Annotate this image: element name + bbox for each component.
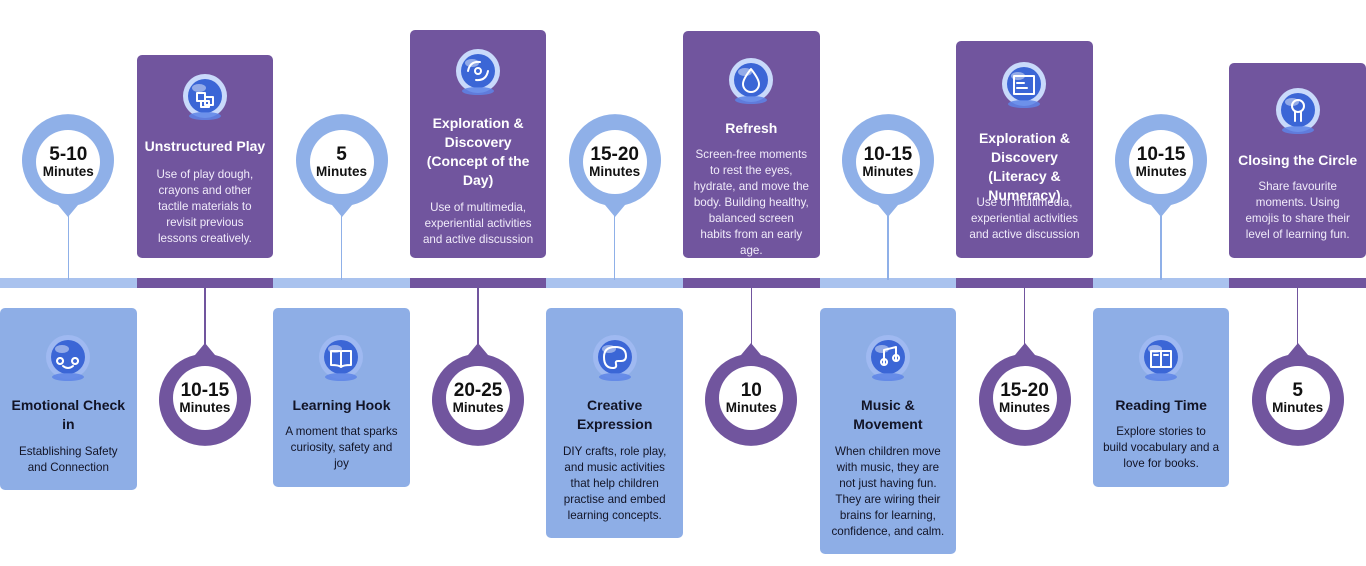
- timeline-band-segment: [683, 278, 821, 288]
- step-description: Share favourite moments. Using emojis to…: [1239, 179, 1356, 243]
- step-description: A moment that sparks curiosity, safety a…: [283, 424, 400, 472]
- keys-circle-icon: [1271, 83, 1325, 137]
- step-title: Unstructured Play: [143, 137, 268, 156]
- timeline-band-segment: [137, 278, 275, 288]
- step-title: Learning Hook: [279, 396, 404, 415]
- step-title: Creative Expression: [552, 396, 677, 434]
- duration-unit: Minutes: [726, 400, 777, 415]
- water-drop-icon: [724, 53, 778, 107]
- duration-value: 20-25: [454, 381, 503, 400]
- step-description: Establishing Safety and Connection: [10, 444, 127, 476]
- duration-value: 10-15: [181, 381, 230, 400]
- step-card: Emotional Check in Establishing Safety an…: [0, 308, 137, 490]
- duration-unit: Minutes: [316, 164, 367, 179]
- music-icon: [861, 330, 915, 384]
- duration-label: 20-25Minutes: [448, 368, 508, 428]
- step-description: Use of multimedia, experiential activiti…: [966, 195, 1083, 243]
- emotions-icon: [41, 330, 95, 384]
- step-card: Exploration & Discovery (Literacy & Nume…: [956, 41, 1093, 258]
- step-title: Exploration & Discovery (Concept of the …: [416, 114, 541, 190]
- galaxy-icon: [451, 44, 505, 98]
- duration-unit: Minutes: [1272, 400, 1323, 415]
- duration-value: 15-20: [590, 145, 639, 164]
- duration-value: 10: [741, 381, 762, 400]
- step-title: Exploration & Discovery (Literacy & Nume…: [962, 129, 1087, 205]
- duration-unit: Minutes: [43, 164, 94, 179]
- duration-unit: Minutes: [179, 400, 230, 415]
- duration-value: 10-15: [864, 145, 913, 164]
- step-title: Closing the Circle: [1235, 151, 1360, 170]
- step-description: Screen-free moments to rest the eyes, hy…: [693, 147, 810, 259]
- timeline-band-segment: [410, 278, 548, 288]
- palette-icon: [588, 330, 642, 384]
- play-blocks-icon: [178, 69, 232, 123]
- duration-unit: Minutes: [453, 400, 504, 415]
- step-description: Explore stories to build vocabulary and …: [1103, 424, 1220, 472]
- timeline-band-segment: [1229, 278, 1366, 288]
- step-description: Use of play dough, crayons and other tac…: [147, 167, 264, 247]
- duration-value: 15-20: [1000, 381, 1049, 400]
- step-description: Use of multimedia, experiential activiti…: [420, 200, 537, 248]
- duration-unit: Minutes: [999, 400, 1050, 415]
- duration-unit: Minutes: [862, 164, 913, 179]
- step-title: Music & Movement: [826, 396, 951, 434]
- step-title: Reading Time: [1099, 396, 1224, 415]
- duration-unit: Minutes: [589, 164, 640, 179]
- step-description: When children move with music, they are …: [830, 444, 947, 540]
- duration-value: 5: [1292, 381, 1303, 400]
- step-card: Exploration & Discovery (Concept of the …: [410, 30, 547, 258]
- step-title: Refresh: [689, 119, 814, 138]
- duration-value: 10-15: [1137, 145, 1186, 164]
- step-description: DIY crafts, role play, and music activit…: [556, 444, 673, 524]
- open-book-icon: [314, 330, 368, 384]
- step-card: Learning Hook A moment that sparks curios…: [273, 308, 410, 487]
- step-title: Emotional Check in: [6, 396, 131, 434]
- timeline-band-segment: [956, 278, 1094, 288]
- duration-value: 5: [336, 145, 347, 164]
- duration-value: 5-10: [49, 145, 87, 164]
- duration-unit: Minutes: [1136, 164, 1187, 179]
- book-icon: [1134, 330, 1188, 384]
- abc-123-icon: [997, 57, 1051, 111]
